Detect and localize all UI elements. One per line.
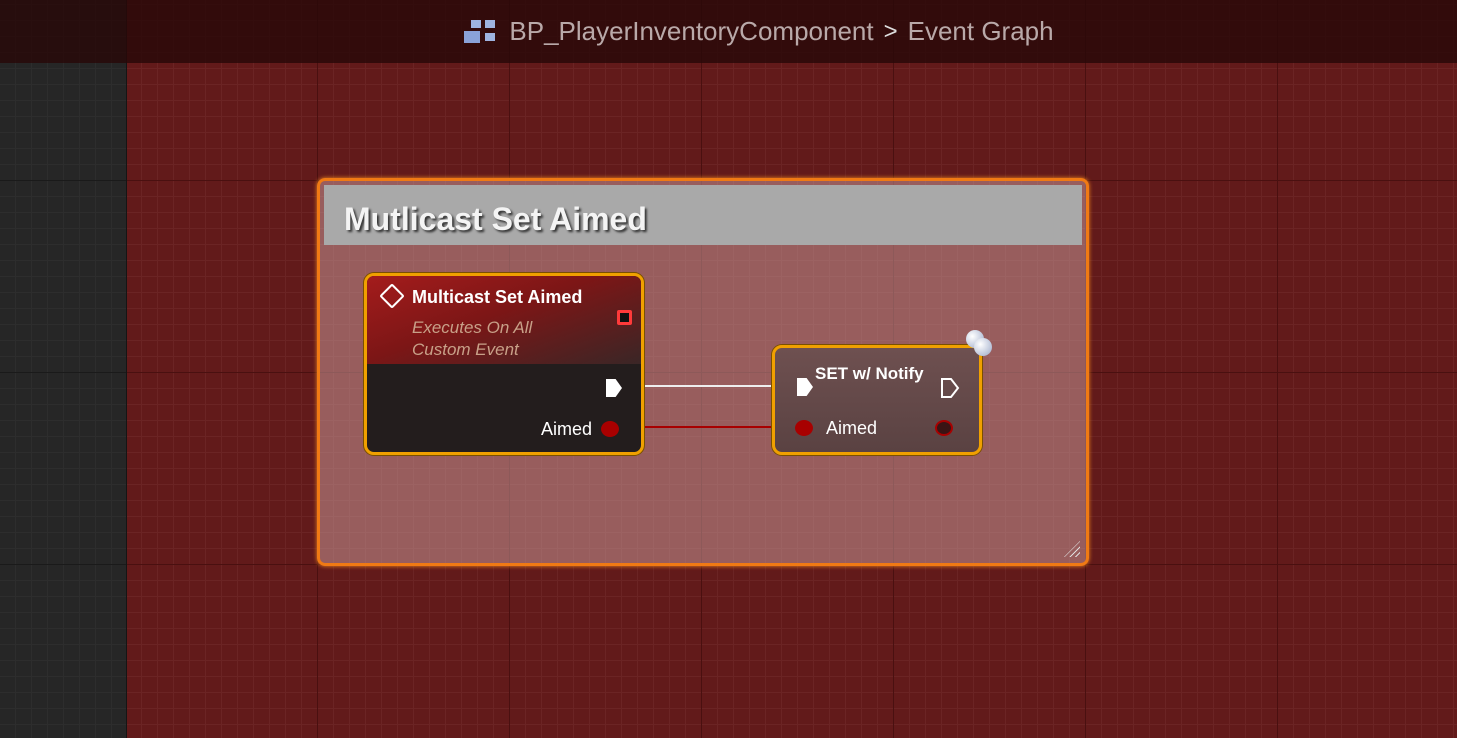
- left-panel: [0, 0, 127, 738]
- aimed-output-pin[interactable]: [601, 421, 619, 437]
- comment-title[interactable]: Mutlicast Set Aimed: [324, 185, 1082, 245]
- resize-handle[interactable]: [1064, 541, 1080, 557]
- aimed-set-output-pin[interactable]: [935, 420, 953, 436]
- set-w-notify-node[interactable]: SET w/ Notify Aimed: [772, 345, 982, 455]
- breadcrumb: BP_PlayerInventoryComponent > Event Grap…: [0, 0, 1457, 63]
- breadcrumb-graph[interactable]: Event Graph: [907, 16, 1054, 46]
- subtitle-line1: Executes On All: [412, 318, 533, 337]
- set-node-title: SET w/ Notify: [815, 364, 924, 383]
- aimed-output-label: Aimed: [541, 419, 593, 439]
- breadcrumb-blueprint[interactable]: BP_PlayerInventoryComponent: [509, 16, 874, 46]
- blueprint-icon: [464, 19, 496, 43]
- exec-wire: [644, 385, 784, 387]
- breadcrumb-separator: >: [883, 17, 898, 45]
- aimed-wire: [644, 426, 784, 428]
- replication-stop-icon: [617, 310, 632, 325]
- exec-out-pin[interactable]: [606, 379, 622, 397]
- aimed-input-label: Aimed: [826, 418, 878, 438]
- exec-out-pin-hollow[interactable]: [940, 377, 960, 399]
- event-node-title: Multicast Set Aimed: [412, 287, 583, 307]
- exec-in-pin[interactable]: [797, 378, 813, 396]
- aimed-input-pin[interactable]: [795, 420, 813, 436]
- subtitle-line2: Custom Event: [412, 340, 519, 359]
- custom-event-icon: [379, 283, 405, 309]
